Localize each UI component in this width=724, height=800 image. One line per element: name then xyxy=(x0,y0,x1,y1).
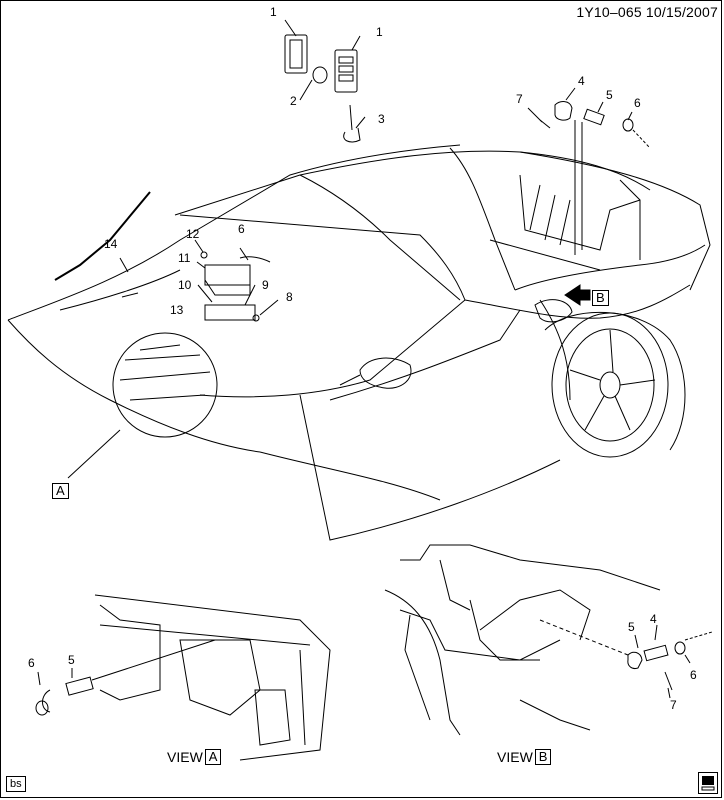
view-b-word: VIEW xyxy=(497,749,533,765)
detail-b-letter: B xyxy=(592,290,609,306)
detail-a-letter: A xyxy=(52,483,69,499)
callout-10: 10 xyxy=(178,278,192,292)
callout-12: 12 xyxy=(186,227,200,241)
detail-a-circle xyxy=(67,332,218,479)
top-right-parts xyxy=(527,87,651,149)
callout-7: 7 xyxy=(516,92,523,106)
view-a-callout-5: 5 xyxy=(68,653,75,667)
callout-13: 13 xyxy=(170,303,184,317)
view-a-drawing xyxy=(35,594,331,761)
detail-a-ref: A xyxy=(52,482,69,500)
callout-4: 4 xyxy=(578,74,585,88)
view-b-callout-5: 5 xyxy=(628,620,635,634)
view-a-label: VIEW A xyxy=(167,749,222,765)
view-b-letter: B xyxy=(534,749,552,765)
callout-5: 5 xyxy=(606,88,613,102)
callout-1-b: 1 xyxy=(376,25,383,39)
callout-3: 3 xyxy=(378,112,385,126)
callout-6: 6 xyxy=(634,96,641,110)
footer-code: bs xyxy=(6,776,26,792)
document-id: 1Y10–065 10/15/2007 xyxy=(576,4,718,20)
callout-14: 14 xyxy=(104,237,118,251)
detail-b-arrow xyxy=(564,284,591,306)
view-b-label: VIEW B xyxy=(497,749,552,765)
view-b-drawing xyxy=(384,544,713,736)
callout-2: 2 xyxy=(290,94,297,108)
car-body-outline xyxy=(7,120,711,541)
detail-b-ref: B xyxy=(592,289,609,307)
center-modules xyxy=(119,239,279,322)
callout-6-b: 6 xyxy=(238,222,245,236)
view-b-callout-6: 6 xyxy=(690,668,697,682)
callout-11: 11 xyxy=(178,251,191,265)
view-a-letter: A xyxy=(204,749,222,765)
antenna-cable xyxy=(54,191,151,281)
view-a-callout-6: 6 xyxy=(28,656,35,670)
view-a-word: VIEW xyxy=(167,749,203,765)
view-b-callout-4: 4 xyxy=(650,612,657,626)
view-b-callout-7: 7 xyxy=(670,698,677,712)
gm-service-logo-icon xyxy=(698,772,718,794)
key-fob-parts xyxy=(284,19,366,143)
callout-8: 8 xyxy=(286,290,293,304)
callout-1-a: 1 xyxy=(270,5,277,19)
callout-9: 9 xyxy=(262,278,269,292)
